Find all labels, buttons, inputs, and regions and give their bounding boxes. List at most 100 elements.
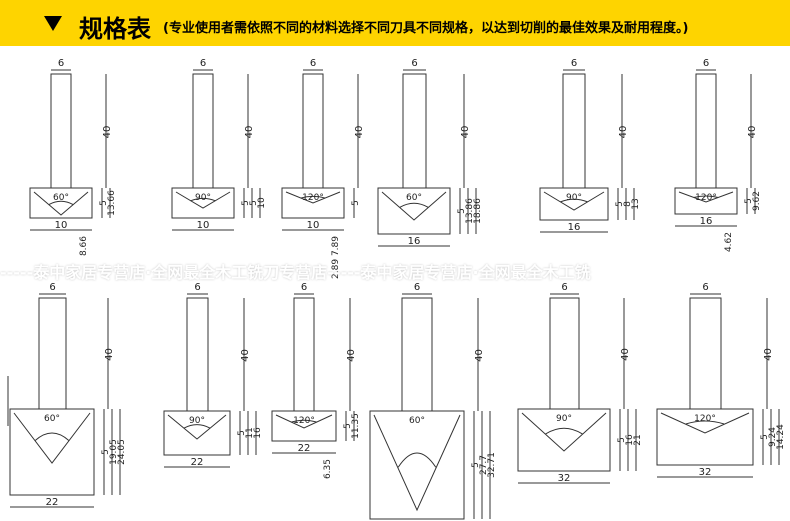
- shank-width-label: 6: [310, 58, 316, 69]
- bit-shank: [549, 297, 580, 410]
- bit-head: [656, 408, 754, 466]
- shank-width-label: 6: [301, 282, 307, 293]
- head-dimension-label: 11: [245, 427, 255, 438]
- head-dimension-label: 18.86: [473, 198, 483, 224]
- length-label: 40: [620, 348, 631, 361]
- v-profile: [13, 412, 91, 464]
- head-dimension-label: 14.24: [776, 424, 786, 450]
- v-profile: [175, 191, 231, 209]
- length-label: 40: [346, 349, 357, 362]
- length-label: 40: [763, 348, 774, 361]
- head-width-label: 32: [558, 473, 571, 484]
- angle-label: 90°: [195, 193, 211, 203]
- head-width-label: 22: [46, 497, 59, 508]
- head-width-label: 16: [568, 222, 581, 233]
- bit-shank: [192, 73, 214, 189]
- v-profile: [660, 412, 750, 434]
- angle-label: 60°: [53, 193, 69, 203]
- angle-arc: [560, 198, 588, 203]
- head-dimension-label: 5: [615, 201, 625, 207]
- angle-arc: [291, 419, 317, 423]
- angle-label: 90°: [556, 414, 572, 424]
- head-dimension-label: 16: [253, 427, 263, 439]
- head-dimension-label: 19.05: [109, 439, 119, 465]
- head-dimension-label: 16: [625, 434, 635, 446]
- head-dimension-label: 11.35: [351, 413, 361, 439]
- bit-shank: [401, 297, 433, 412]
- length-label: 40: [244, 126, 255, 139]
- v-profile: [373, 414, 461, 512]
- head-dimension-label: 5: [471, 462, 481, 468]
- shank-width-label: 6: [414, 282, 420, 293]
- shank-width-label: 6: [571, 58, 577, 69]
- page-subtitle: (专业使用者需依照不同的材料选择不同刀具不同规格，以达到切削的最佳效果及耐用程度…: [163, 21, 689, 36]
- head-dimension-label: 5: [617, 437, 627, 443]
- head-dimension-label: 5: [101, 449, 111, 455]
- head-dimension-label: 5: [249, 200, 259, 206]
- length-label: 40: [460, 126, 471, 139]
- angle-label: 60°: [44, 414, 60, 424]
- bit-head: [369, 410, 465, 520]
- bit-head: [517, 408, 611, 472]
- shank-width-label: 6: [702, 282, 708, 293]
- bottom-dimension-label: 6.35: [323, 459, 333, 479]
- bit-head: [171, 187, 235, 219]
- head-dimension-label: 5: [744, 198, 754, 204]
- head-width-label: 10: [55, 220, 68, 231]
- angle-label: 90°: [189, 416, 205, 426]
- bit-shank: [293, 297, 315, 412]
- length-label: 40: [354, 126, 365, 139]
- head-dimension-label: 5: [99, 200, 109, 206]
- length-label: 40: [104, 348, 115, 361]
- head-dimension-label: 9.62: [752, 191, 762, 211]
- v-profile: [275, 414, 333, 429]
- angle-label: 120°: [302, 193, 324, 203]
- head-width-label: 16: [408, 236, 421, 247]
- angle-arc: [693, 195, 719, 198]
- bit-shank: [689, 297, 722, 410]
- bit-head: [9, 408, 95, 496]
- angle-arc: [300, 195, 326, 199]
- head-dimension-label: 32.71: [487, 452, 497, 478]
- shank-width-label: 6: [58, 58, 64, 69]
- angle-label: 120°: [695, 193, 717, 203]
- bit-shank: [186, 297, 209, 412]
- head-dimension-label: 5: [241, 200, 251, 206]
- bit-head: [29, 187, 93, 219]
- bit-head: [163, 410, 231, 456]
- angle-arc: [545, 427, 583, 435]
- shank-width-label: 6: [561, 282, 567, 293]
- head-dimension-label: 5: [237, 430, 247, 436]
- shank-width-label: 6: [200, 58, 206, 69]
- angle-arc: [397, 452, 437, 468]
- bottom-dimension-label: 4.62: [724, 232, 734, 252]
- head-width-label: 10: [307, 220, 320, 231]
- bit-head: [539, 187, 609, 221]
- angle-arc: [183, 424, 211, 429]
- head-dimension-label: 13: [631, 198, 641, 209]
- head-dimension-label: 9.24: [768, 427, 778, 447]
- length-label: 40: [102, 126, 113, 139]
- v-profile: [381, 191, 447, 221]
- length-label: 40: [618, 126, 629, 139]
- head-dimension-label: 24.05: [117, 439, 127, 465]
- angle-label: 120°: [694, 414, 716, 424]
- angle-arc: [685, 420, 725, 425]
- head-width-label: 16: [700, 216, 713, 227]
- triangle-down-icon: [44, 16, 62, 31]
- spec-drawings: 660°1040513.668.66690°104055106120°10405…: [7, 58, 786, 520]
- head-dimension-label: 10: [257, 197, 267, 209]
- head-width-label: 22: [298, 443, 311, 454]
- length-label: 40: [747, 126, 758, 139]
- shank-width-label: 6: [49, 282, 55, 293]
- shank-width-label: 6: [703, 58, 709, 69]
- v-profile: [167, 414, 227, 440]
- v-profile: [678, 191, 734, 203]
- angle-label: 60°: [406, 193, 422, 203]
- bit-shank: [562, 73, 586, 189]
- watermark-text: -----泰中家居专营店·全网最全木工铣刀专营店-----泰中家居专营店·全网最…: [0, 263, 591, 282]
- head-dimension-label: 5: [343, 423, 353, 429]
- bottom-dimension-label: 2.89 7.89: [331, 236, 341, 279]
- head-dimension-label: 5: [351, 200, 361, 206]
- bit-shank: [695, 73, 717, 189]
